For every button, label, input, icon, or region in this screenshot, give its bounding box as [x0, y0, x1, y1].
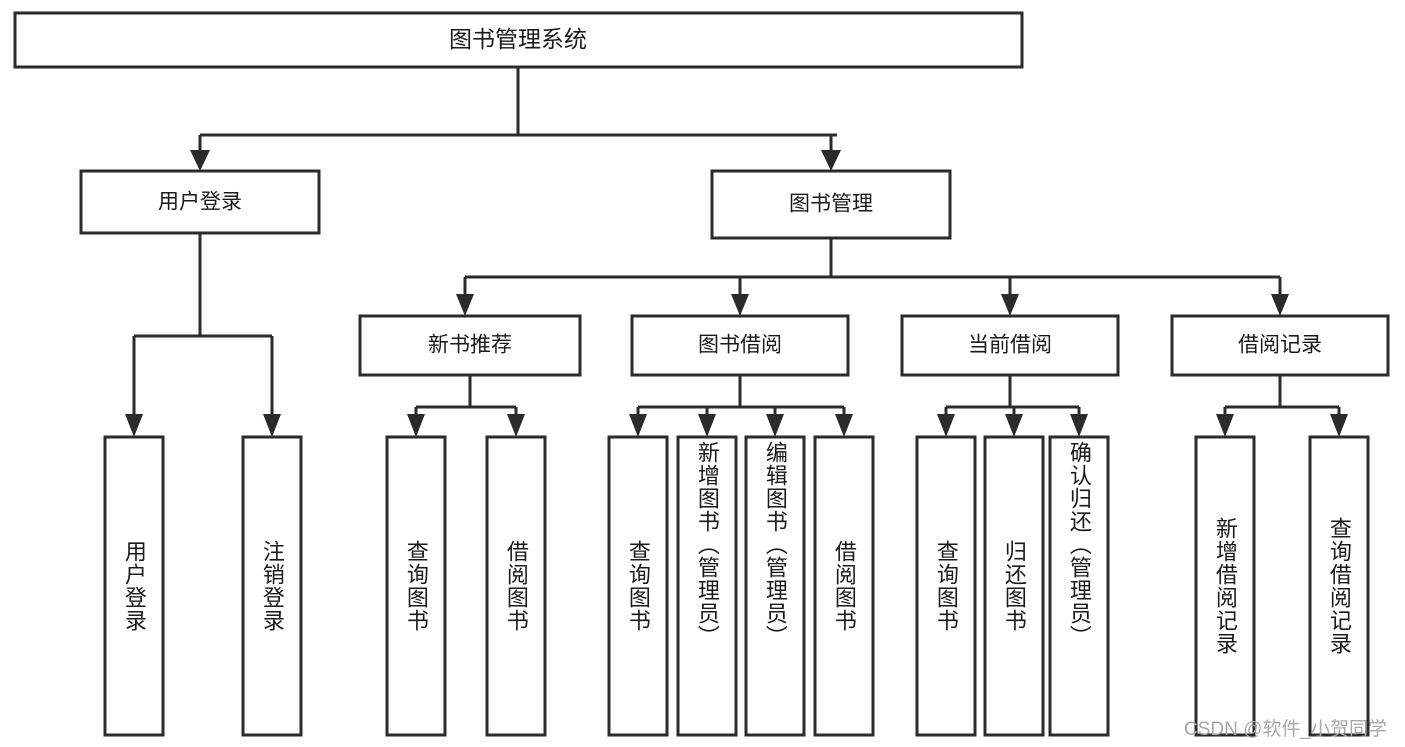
leaf-label-borrow-book-2: 借阅图书 [831, 540, 857, 632]
leaf-label-query-book-3: 查询图书 [933, 540, 959, 632]
arrow-head-leaf-edit-book [766, 414, 784, 437]
node-book-manage-box[interactable] [710, 169, 952, 240]
node-current-borrow-box[interactable] [900, 314, 1120, 377]
connector-group-new-book-rec [407, 375, 525, 437]
leaf-label-user-login: 用户登录 [121, 540, 147, 632]
leaf-label-logout: 注销登录 [259, 540, 285, 632]
node-borrow-record[interactable]: 借阅记录 [1170, 314, 1390, 377]
arrow-head-leaf-borrow-book-1 [507, 414, 525, 437]
leaf-label-query-record: 查询借阅记录 [1326, 517, 1352, 655]
leaf-label-borrow-book-1: 借阅图书 [503, 540, 529, 632]
node-book-manage[interactable]: 图书管理 [710, 169, 952, 240]
connector-group-user-login [125, 233, 281, 437]
leaf-box-query-book-2[interactable] [607, 435, 669, 737]
leaf-box-confirm-return[interactable] [1048, 435, 1110, 737]
node-book-borrow[interactable]: 图书借阅 [630, 314, 850, 377]
leaf-label-add-record: 新增借阅记录 [1212, 517, 1238, 655]
connector-group-borrow-record [1216, 375, 1348, 437]
connector-group-book-manage [456, 238, 1289, 316]
node-user-login-box[interactable] [79, 169, 321, 235]
leaf-box-edit-book[interactable] [744, 435, 806, 737]
arrow-head-leaf-add-record [1216, 414, 1234, 437]
arrow-head-leaf-confirm-return [1070, 414, 1088, 437]
arrow-head-current-borrow [1001, 294, 1019, 316]
connector-group-root [190, 67, 841, 171]
node-current-borrow[interactable]: 当前借阅 [900, 314, 1120, 377]
arrow-head-leaf-query-book-1 [407, 414, 425, 437]
leaf-label-query-book-1: 查询图书 [403, 540, 429, 632]
arrow-head-leaf-logout [263, 414, 281, 437]
node-book-borrow-label: 图书借阅 [698, 334, 782, 357]
node-borrow-record-label: 借阅记录 [1238, 334, 1322, 357]
arrow-head-leaf-query-book-3 [937, 414, 955, 437]
leaf-box-borrow-book-2[interactable] [813, 435, 875, 737]
leaf-label-query-book-2: 查询图书 [625, 540, 651, 632]
arrow-head-book-manage [821, 150, 841, 171]
leaf-box-add-record[interactable] [1194, 435, 1256, 737]
node-new-book-recommend-label: 新书推荐 [428, 334, 512, 357]
leaf-box-query-book-1[interactable] [385, 435, 447, 737]
arrow-head-leaf-add-book [698, 414, 716, 437]
node-user-login-label: 用户登录 [158, 191, 242, 214]
arrow-head-leaf-user-login [125, 414, 143, 437]
arrow-head-borrow-record [1271, 294, 1289, 316]
leaf-label-return-book: 归还图书 [1001, 540, 1027, 632]
leaf-label-add-book: 新增图书（管理员） [694, 441, 720, 648]
node-book-borrow-box[interactable] [630, 314, 850, 377]
connector-group-current-borrow [937, 375, 1088, 437]
arrow-head-leaf-return-book [1005, 414, 1023, 437]
leaf-boxes [103, 435, 1370, 737]
leaf-box-borrow-book-1[interactable] [485, 435, 547, 737]
leaf-box-add-book[interactable] [676, 435, 738, 737]
arrow-head-book-borrow [731, 294, 749, 316]
leaf-box-return-book[interactable] [983, 435, 1045, 737]
leaf-box-query-book-3[interactable] [915, 435, 977, 737]
arrow-head-leaf-borrow-book-2 [835, 414, 853, 437]
leaf-box-query-record[interactable] [1308, 435, 1370, 737]
connector-group-book-borrow [629, 375, 853, 437]
node-book-manage-label: 图书管理 [789, 193, 873, 216]
node-current-borrow-label: 当前借阅 [968, 334, 1052, 357]
leaf-box-logout[interactable] [241, 435, 303, 737]
leaf-label-confirm-return: 确认归还（管理员） [1066, 441, 1092, 648]
arrow-head-user-login [190, 150, 210, 171]
node-new-book-recommend[interactable]: 新书推荐 [358, 314, 582, 377]
arrow-head-leaf-query-book-2 [629, 414, 647, 437]
leaf-box-user-login[interactable] [103, 435, 165, 737]
leaf-label-edit-book: 编辑图书（管理员） [762, 441, 788, 648]
node-user-login[interactable]: 用户登录 [79, 169, 321, 235]
node-root[interactable]: 图书管理系统 [13, 11, 1024, 69]
watermark-text: CSDN @软件_小贺同学 [1184, 719, 1387, 740]
arrow-head-new-book-rec [456, 294, 474, 316]
node-borrow-record-box[interactable] [1170, 314, 1390, 377]
node-root-label: 图书管理系统 [449, 26, 587, 52]
node-new-book-recommend-box[interactable] [358, 314, 582, 377]
arrow-head-leaf-query-record [1330, 414, 1348, 437]
node-root-box[interactable] [13, 11, 1024, 69]
